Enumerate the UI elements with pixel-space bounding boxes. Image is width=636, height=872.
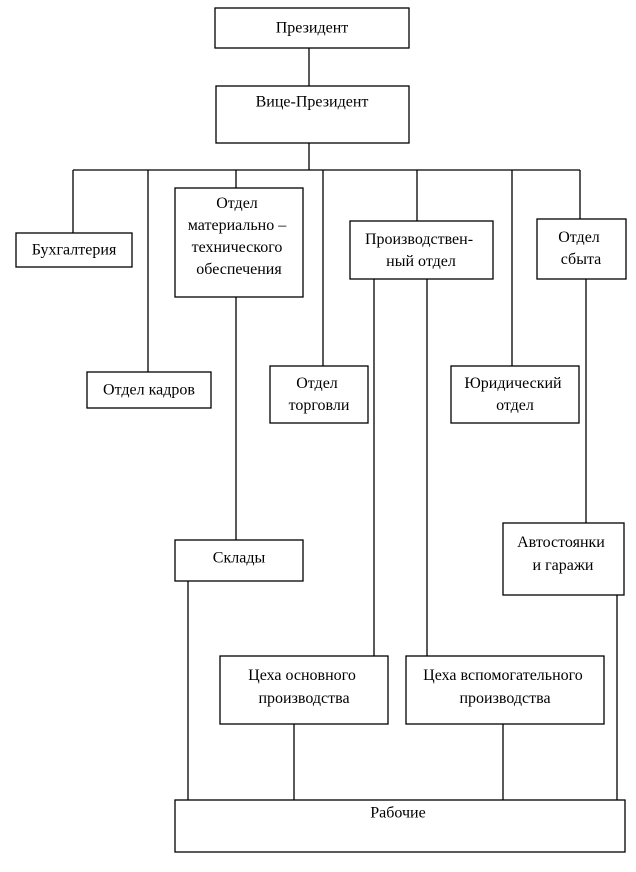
- node-vice-president-label: Вице-Президент: [256, 94, 369, 111]
- node-president-label: Президент: [276, 20, 349, 37]
- node-parking-label: Автостоянки и гаражи: [517, 534, 609, 574]
- node-vice-president: Вице-Президент: [215, 85, 410, 144]
- node-accounting: Бухгалтерия: [15, 232, 133, 268]
- node-production-dept-label: Производствен- ный отдел: [365, 231, 477, 270]
- node-president: Президент: [214, 7, 410, 49]
- node-legal-dept-label: Юридический отдел: [464, 375, 565, 414]
- node-accounting-label: Бухгалтерия: [32, 242, 117, 259]
- node-aux-workshops: Цеха вспомогательного производства: [405, 655, 605, 725]
- connectors: [72, 48, 618, 800]
- node-logistics-label: Отдел материально – технического обеспеч…: [188, 195, 290, 278]
- node-hr-dept-label: Отдел кадров: [103, 382, 195, 399]
- node-legal-dept: Юридический отдел: [450, 365, 580, 424]
- node-logistics: Отдел материально – технического обеспеч…: [174, 187, 304, 298]
- node-workers-label: Рабочие: [370, 805, 425, 822]
- node-sales-dept-label: Отдел сбыта: [558, 229, 604, 268]
- node-sales-dept: Отдел сбыта: [536, 218, 627, 280]
- node-workers: Рабочие: [174, 799, 626, 853]
- node-warehouses-label: Склады: [213, 550, 266, 567]
- node-main-workshops: Цеха основного производства: [219, 655, 389, 725]
- node-warehouses: Склады: [174, 539, 304, 582]
- node-aux-workshops-label: Цеха вспомогательного производства: [423, 667, 587, 707]
- node-parking: Автостоянки и гаражи: [502, 522, 625, 596]
- node-hr-dept: Отдел кадров: [86, 371, 212, 409]
- node-production-dept: Производствен- ный отдел: [349, 220, 494, 280]
- node-main-workshops-label: Цеха основного производства: [248, 667, 360, 707]
- node-trade-dept: Отдел торговли: [269, 365, 369, 424]
- node-trade-dept-label: Отдел торговли: [289, 375, 350, 414]
